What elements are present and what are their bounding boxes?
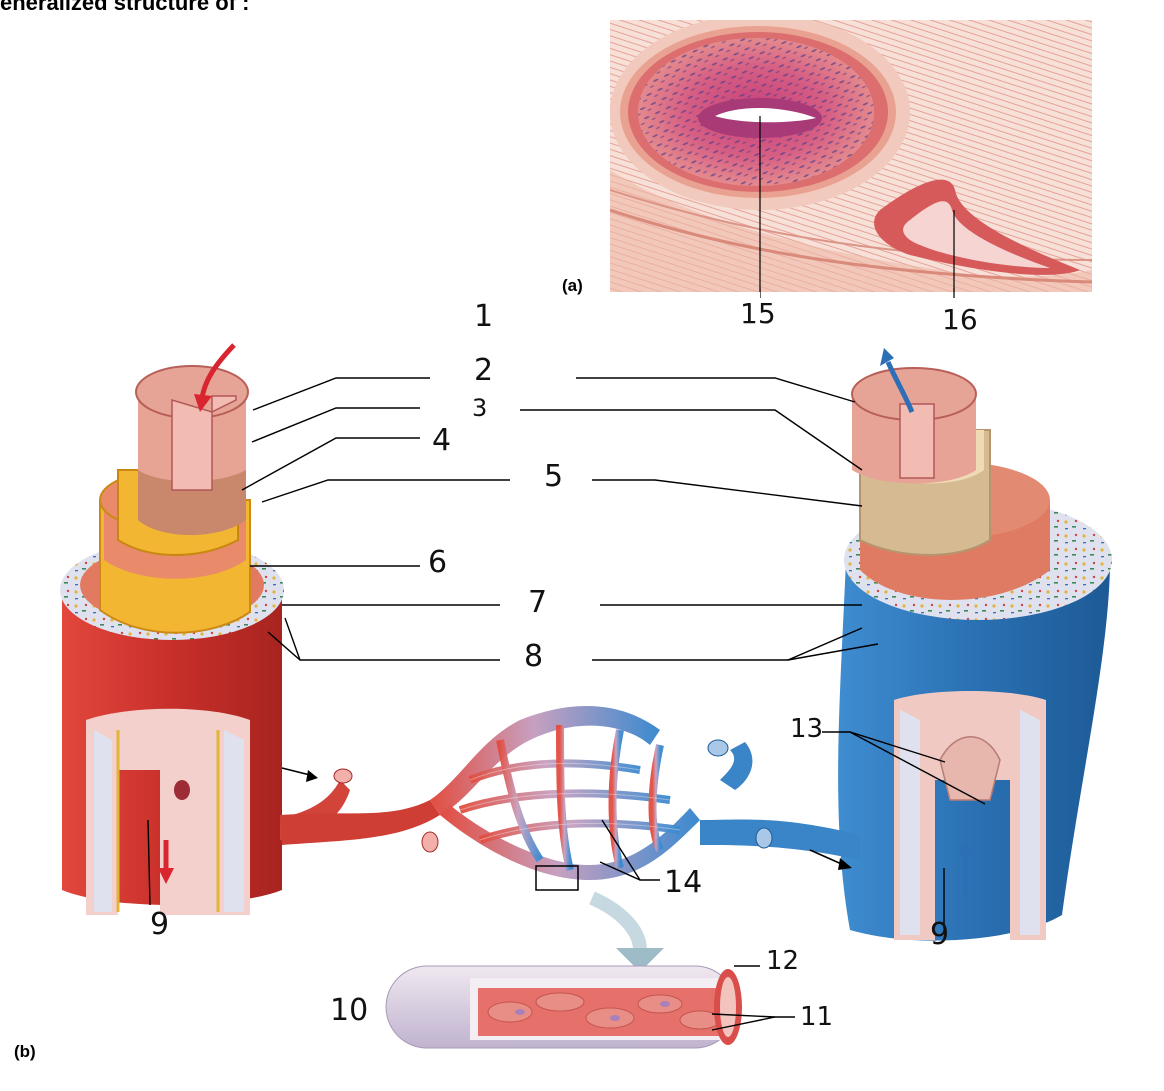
label-5: 5 — [544, 459, 564, 494]
label-8: 8 — [524, 639, 544, 674]
vein — [838, 348, 1112, 941]
label-11: 11 — [800, 1002, 834, 1032]
label-10: 10 — [330, 993, 369, 1028]
label-13: 13 — [790, 714, 824, 744]
label-9-vein: 9 — [930, 917, 950, 952]
leader-lines — [147, 377, 986, 1031]
label-16: 16 — [942, 303, 978, 336]
label-3: 3 — [472, 394, 488, 422]
label-2: 2 — [474, 353, 494, 388]
label-9-artery: 9 — [150, 907, 170, 942]
panel-label-b: (b) — [14, 1042, 36, 1061]
micrograph-leader-tails — [760, 288, 955, 298]
label-15: 15 — [740, 297, 776, 330]
capillary-bed — [280, 706, 860, 972]
panel-label-a: (a) — [562, 276, 583, 295]
micrograph — [610, 20, 1092, 292]
page-title: eneralized structure of : — [0, 0, 250, 15]
label-7: 7 — [528, 585, 548, 620]
label-6: 6 — [428, 545, 448, 580]
capillary-tube — [385, 965, 742, 1049]
label-14: 14 — [664, 865, 703, 900]
label-12: 12 — [766, 946, 800, 976]
label-4: 4 — [432, 423, 452, 458]
artery — [60, 343, 284, 915]
flow-arrows — [281, 767, 852, 870]
label-1: 1 — [474, 299, 494, 334]
